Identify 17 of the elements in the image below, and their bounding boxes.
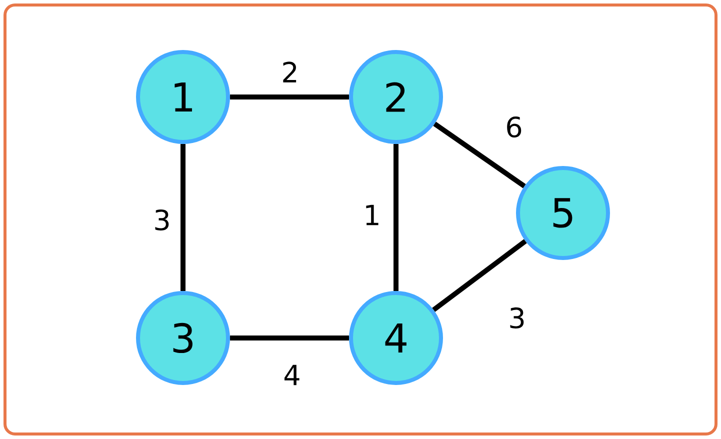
edge-line [180,144,186,291]
edge-line [394,144,398,291]
edge-line [433,122,526,188]
edge-label: 3 [152,208,172,232]
edge-line [432,239,527,312]
edge-label: 4 [282,364,302,386]
edge-label: 6 [504,115,524,139]
graph-node: 2 [349,50,443,144]
edge-label: 2 [280,60,300,84]
edge-line [230,94,349,100]
edge-line [230,335,349,340]
graph-node: 5 [516,166,610,260]
graph-node: 4 [349,290,443,385]
edge-label: 3 [507,306,527,330]
edge-label: 1 [362,204,382,226]
graph-node: 3 [136,290,230,385]
graph-node: 1 [136,50,230,144]
